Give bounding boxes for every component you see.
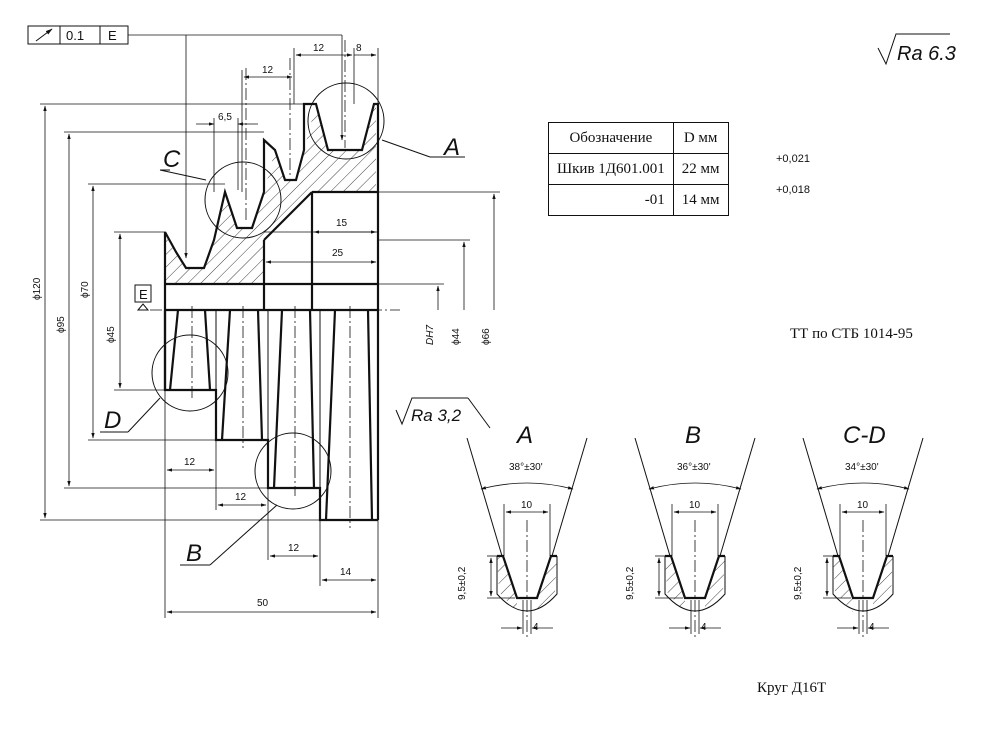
dim-d66: ϕ66 bbox=[481, 328, 492, 345]
width-label: 10 bbox=[857, 500, 869, 511]
angle-label: 38°±30' bbox=[509, 462, 543, 473]
angle-label: 34°±30' bbox=[845, 462, 879, 473]
spec-table: Обозначение D мм Шкив 1Д601.001 22 мм -0… bbox=[548, 122, 729, 216]
bottom-label: 4 bbox=[701, 622, 707, 633]
label-c: C bbox=[163, 146, 181, 173]
groove-flank-right bbox=[887, 437, 924, 557]
width-label: 10 bbox=[689, 500, 701, 511]
groove-flank-left bbox=[802, 437, 839, 557]
label-b: B bbox=[186, 540, 202, 567]
angle-arc bbox=[648, 482, 742, 490]
frame-value: 0.1 bbox=[66, 28, 84, 43]
detail-title: A bbox=[515, 422, 533, 449]
table-header-designation: Обозначение bbox=[548, 122, 674, 154]
pulley-section bbox=[150, 40, 400, 528]
roughness-groove: Ra 3,2 bbox=[395, 397, 491, 429]
linear-dimensions-inner: 15 25 bbox=[265, 218, 377, 264]
angle-arc bbox=[480, 482, 574, 490]
groove-wall-right bbox=[537, 556, 557, 612]
table-row: -01 14 мм bbox=[548, 184, 729, 216]
groove-flank-left bbox=[634, 437, 671, 557]
label-d: D bbox=[104, 407, 121, 434]
table-cell-name: -01 bbox=[548, 184, 674, 216]
table-row: Шкив 1Д601.001 22 мм bbox=[548, 153, 729, 185]
dim-top12b: 12 bbox=[313, 43, 325, 54]
width-label: 10 bbox=[521, 500, 533, 511]
table-cell-name: Шкив 1Д601.001 bbox=[548, 153, 674, 185]
linear-dimensions-top: 12 8 12 6,5 bbox=[196, 43, 379, 192]
material-note: Круг Д16Т bbox=[757, 680, 827, 696]
groove-flank-left bbox=[466, 437, 503, 557]
groove-wall-right bbox=[873, 556, 893, 612]
dim-bot14: 14 bbox=[340, 567, 352, 578]
standard-note: ТТ по СТБ 1014-95 bbox=[790, 326, 913, 342]
dim-d95: ϕ95 bbox=[56, 316, 67, 333]
dim-top8: 8 bbox=[356, 43, 362, 54]
detail-title: B bbox=[685, 422, 701, 449]
dim-d70: ϕ70 bbox=[80, 281, 91, 298]
dim-bot50: 50 bbox=[257, 598, 269, 609]
bottom-label: 4 bbox=[533, 622, 539, 633]
dim-in15: 15 bbox=[336, 218, 348, 229]
runout-icon bbox=[35, 28, 53, 42]
groove-wall-right bbox=[705, 556, 725, 612]
frame-datum: E bbox=[108, 28, 117, 43]
dim-bot12c: 12 bbox=[288, 543, 300, 554]
groove-detail: 36°±30' B 10 9,5±0,2 4 bbox=[625, 422, 756, 640]
dim-in25: 25 bbox=[332, 248, 344, 259]
datum-e: E bbox=[134, 284, 152, 311]
depth-label: 9,5±0,2 bbox=[625, 566, 636, 600]
angle-label: 36°±30' bbox=[677, 462, 711, 473]
angle-arc bbox=[816, 482, 910, 490]
groove-details: 38°±30'A109,5±0,2436°±30'B109,5±0,2434°±… bbox=[457, 422, 924, 640]
roughness-general-value: Ra 6.3 bbox=[897, 43, 956, 65]
bottom-label: 4 bbox=[869, 622, 875, 633]
groove-detail: 34°±30' C-D 10 9,5±0,2 4 bbox=[793, 422, 924, 640]
groove-flank-right bbox=[719, 437, 756, 557]
table-cell-d: 22 мм bbox=[672, 153, 729, 185]
dim-bot12b: 12 bbox=[235, 492, 247, 503]
tolerance-row1: +0,021 bbox=[776, 153, 810, 165]
label-a: A bbox=[442, 134, 460, 161]
dim-bot12a: 12 bbox=[184, 457, 196, 468]
datum-e-label: E bbox=[139, 287, 148, 302]
groove-detail: 38°±30' A 10 9,5±0,2 4 bbox=[457, 422, 588, 640]
dim-top6-5: 6,5 bbox=[218, 112, 232, 123]
table-cell-d: 14 мм bbox=[672, 184, 729, 216]
dim-d45: ϕ45 bbox=[106, 326, 117, 343]
roughness-groove-value: Ra 3,2 bbox=[411, 406, 462, 425]
tolerance-frame: 0.1 E bbox=[27, 25, 344, 259]
dim-dh7: DH7 bbox=[425, 325, 436, 345]
tolerance-row2: +0,018 bbox=[776, 184, 810, 196]
groove-profile bbox=[665, 554, 725, 600]
detail-circles: A C D B bbox=[100, 82, 465, 567]
depth-label: 9,5±0,2 bbox=[793, 566, 804, 600]
table-header-diameter: D мм bbox=[672, 122, 729, 154]
dim-d120: ϕ120 bbox=[32, 277, 43, 300]
groove-profile bbox=[497, 554, 557, 600]
diameter-dimensions: ϕ120 ϕ95 ϕ70 ϕ45 DH7 ϕ44 ϕ66 bbox=[32, 103, 500, 521]
detail-title: C-D bbox=[843, 422, 886, 449]
dim-top12a: 12 bbox=[262, 65, 274, 76]
groove-profile bbox=[833, 554, 893, 600]
depth-label: 9,5±0,2 bbox=[457, 566, 468, 600]
roughness-general: Ra 6.3 bbox=[877, 33, 956, 66]
linear-dimensions-bottom: 12 12 12 14 50 bbox=[164, 390, 379, 618]
dim-d44: ϕ44 bbox=[451, 328, 462, 345]
groove-flank-right bbox=[551, 437, 588, 557]
